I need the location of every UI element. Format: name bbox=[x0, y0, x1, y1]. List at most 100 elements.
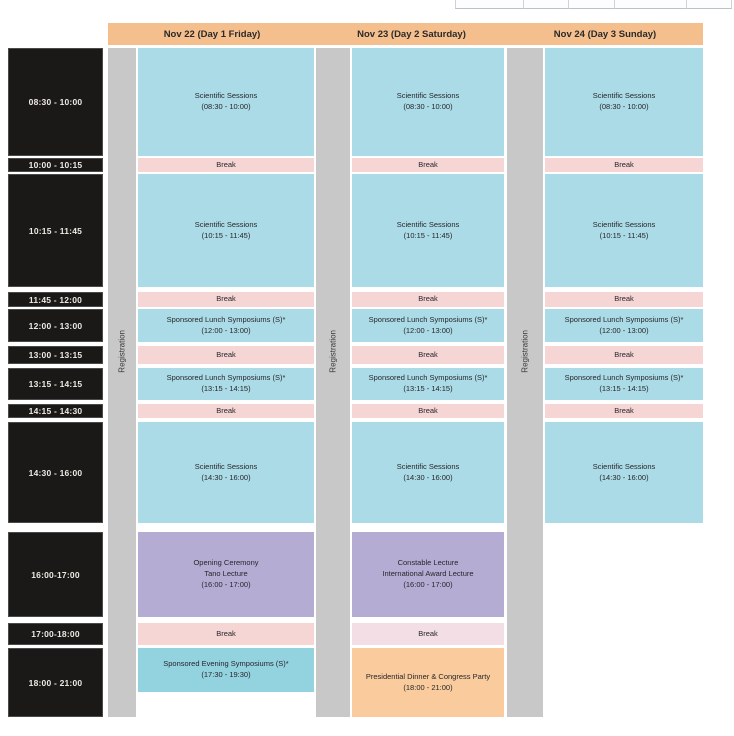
day-header-nov-23: Nov 23 (Day 2 Saturday) bbox=[357, 28, 466, 40]
schedule-row: Break bbox=[545, 158, 703, 172]
event-cell-text: Sponsored Lunch Symposiums (S)* bbox=[368, 373, 488, 383]
schedule-row bbox=[545, 648, 703, 717]
event-cell-empty bbox=[545, 623, 703, 645]
event-cell-break: Break bbox=[138, 292, 314, 307]
event-cell-text: Break bbox=[418, 159, 438, 169]
fragment-cell bbox=[523, 0, 568, 9]
time-slot-label: 14:15 - 14:30 bbox=[8, 404, 103, 418]
event-cell-session: Scientific Sessions(14:30 - 16:00) bbox=[138, 422, 314, 523]
event-cell-break: Break bbox=[545, 404, 703, 418]
schedule-row: Break bbox=[138, 346, 314, 364]
event-cell-text: Sponsored Lunch Symposiums (S)* bbox=[368, 314, 488, 324]
event-cell-session: Sponsored Lunch Symposiums (S)*(12:00 - … bbox=[545, 309, 703, 342]
day-columns-area: Nov 22 (Day 1 Friday) Nov 23 (Day 2 Satu… bbox=[108, 23, 703, 717]
event-cell-text: (10:15 - 11:45) bbox=[201, 230, 251, 240]
event-cell-text: Scientific Sessions bbox=[396, 461, 460, 471]
event-cell-break: Break bbox=[545, 346, 703, 364]
event-cell-text: Presidential Dinner & Congress Party bbox=[365, 671, 491, 681]
event-cell-text: Tano Lecture bbox=[204, 569, 248, 579]
time-slot-label: 10:00 - 10:15 bbox=[8, 158, 103, 172]
event-cell-text: (17:30 - 19:30) bbox=[201, 670, 251, 679]
event-cell-session: Scientific Sessions(10:15 - 11:45) bbox=[352, 174, 504, 287]
time-slot-label: 16:00-17:00 bbox=[8, 532, 103, 617]
time-slot-label: 11:45 - 12:00 bbox=[8, 292, 103, 307]
event-cell-text: (16:00 - 17:00) bbox=[403, 579, 453, 589]
schedule-row: Break bbox=[545, 404, 703, 418]
schedule-row: Break bbox=[352, 158, 504, 172]
registration-label: Registration bbox=[117, 330, 127, 373]
event-cell-session: Scientific Sessions(10:15 - 11:45) bbox=[138, 174, 314, 287]
fragment-cell bbox=[568, 0, 614, 9]
event-cell-text: (10:15 - 11:45) bbox=[599, 230, 649, 240]
event-cell-text: Scientific Sessions bbox=[396, 91, 460, 101]
event-cell-break: Break bbox=[352, 158, 504, 172]
schedule-row: Sponsored Lunch Symposiums (S)*(13:15 - … bbox=[545, 368, 703, 400]
event-cell-text: Opening Ceremony bbox=[193, 558, 259, 568]
registration-label: Registration bbox=[520, 330, 530, 373]
event-cell-text: Scientific Sessions bbox=[592, 461, 656, 471]
event-cell-text: Sponsored Lunch Symposiums (S)* bbox=[166, 373, 286, 383]
registration-strip: Registration bbox=[507, 48, 543, 717]
schedule-row bbox=[545, 532, 703, 617]
event-cell-text: (10:15 - 11:45) bbox=[403, 230, 453, 240]
schedule-row: Scientific Sessions(14:30 - 16:00) bbox=[138, 422, 314, 523]
event-cell-text: (13:15 - 14:15) bbox=[201, 384, 251, 393]
event-cell-break: Break bbox=[545, 292, 703, 307]
event-cell-break: Break bbox=[352, 404, 504, 418]
event-cell-text: (08:30 - 10:00) bbox=[599, 102, 649, 111]
event-cell-break: Break bbox=[138, 623, 314, 645]
day-column-nov-24: Registration Scientific Sessions(08:30 -… bbox=[507, 48, 703, 717]
event-cell-session: Scientific Sessions(10:15 - 11:45) bbox=[545, 174, 703, 287]
event-cell-dinner: Presidential Dinner & Congress Party(18:… bbox=[352, 648, 504, 717]
event-cell-break: Break bbox=[545, 158, 703, 172]
event-cell-session: Sponsored Lunch Symposiums (S)*(13:15 - … bbox=[352, 368, 504, 400]
schedule-row: Scientific Sessions(08:30 - 10:00) bbox=[352, 48, 504, 156]
event-cell-text: Break bbox=[216, 159, 236, 169]
event-cell-session: Sponsored Lunch Symposiums (S)*(13:15 - … bbox=[138, 368, 314, 400]
event-cell-text: Sponsored Lunch Symposiums (S)* bbox=[564, 373, 684, 383]
day-header-nov-24: Nov 24 (Day 3 Sunday) bbox=[553, 28, 657, 40]
day-column-nov-23: Registration Scientific Sessions(08:30 -… bbox=[316, 48, 504, 717]
time-slot-label: 13:00 - 13:15 bbox=[8, 346, 103, 364]
event-cell-text: (08:30 - 10:00) bbox=[403, 102, 453, 111]
event-cell-text: Break bbox=[216, 294, 236, 304]
schedule-row: Break bbox=[138, 404, 314, 418]
days-body: Registration Scientific Sessions(08:30 -… bbox=[108, 48, 703, 717]
event-cell-text: Break bbox=[418, 349, 438, 359]
fragment-cell bbox=[686, 0, 732, 9]
event-cell-text: Break bbox=[418, 405, 438, 415]
event-cell-text: Break bbox=[418, 628, 438, 638]
event-cell-empty bbox=[545, 532, 703, 617]
event-cell-text: (14:30 - 16:00) bbox=[599, 472, 649, 482]
time-slot-label: 18:00 - 21:00 bbox=[8, 648, 103, 717]
event-cell-session: Scientific Sessions(08:30 - 10:00) bbox=[545, 48, 703, 156]
registration-strip: Registration bbox=[316, 48, 350, 717]
schedule-row: Break bbox=[138, 158, 314, 172]
event-cell-text: Scientific Sessions bbox=[194, 219, 258, 229]
event-cell-evening: Sponsored Evening Symposiums (S)*(17:30 … bbox=[138, 648, 314, 692]
event-cell-text: (13:15 - 14:15) bbox=[599, 384, 649, 393]
schedule-row: Break bbox=[352, 346, 504, 364]
schedule-row: Break bbox=[138, 623, 314, 645]
schedule-row: Break bbox=[352, 292, 504, 307]
event-cell-text: (12:00 - 13:00) bbox=[403, 325, 453, 335]
schedule-row bbox=[545, 623, 703, 645]
event-cell-text: (12:00 - 13:00) bbox=[201, 325, 251, 335]
schedule-row: Scientific Sessions(10:15 - 11:45) bbox=[545, 174, 703, 287]
event-cell-text: (13:15 - 14:15) bbox=[403, 384, 453, 393]
time-slot-label: 10:15 - 11:45 bbox=[8, 174, 103, 287]
event-cell-text: Break bbox=[418, 294, 438, 304]
day-header-nov-22: Nov 22 (Day 1 Friday) bbox=[163, 28, 261, 40]
schedule-row: Scientific Sessions(14:30 - 16:00) bbox=[352, 422, 504, 523]
day-column-nov-22: Registration Scientific Sessions(08:30 -… bbox=[108, 48, 314, 717]
schedule-row: Sponsored Evening Symposiums (S)*(17:30 … bbox=[138, 648, 314, 717]
event-cell-empty bbox=[545, 648, 703, 717]
schedule-row: Break bbox=[352, 404, 504, 418]
event-cell-text: Break bbox=[614, 294, 634, 304]
